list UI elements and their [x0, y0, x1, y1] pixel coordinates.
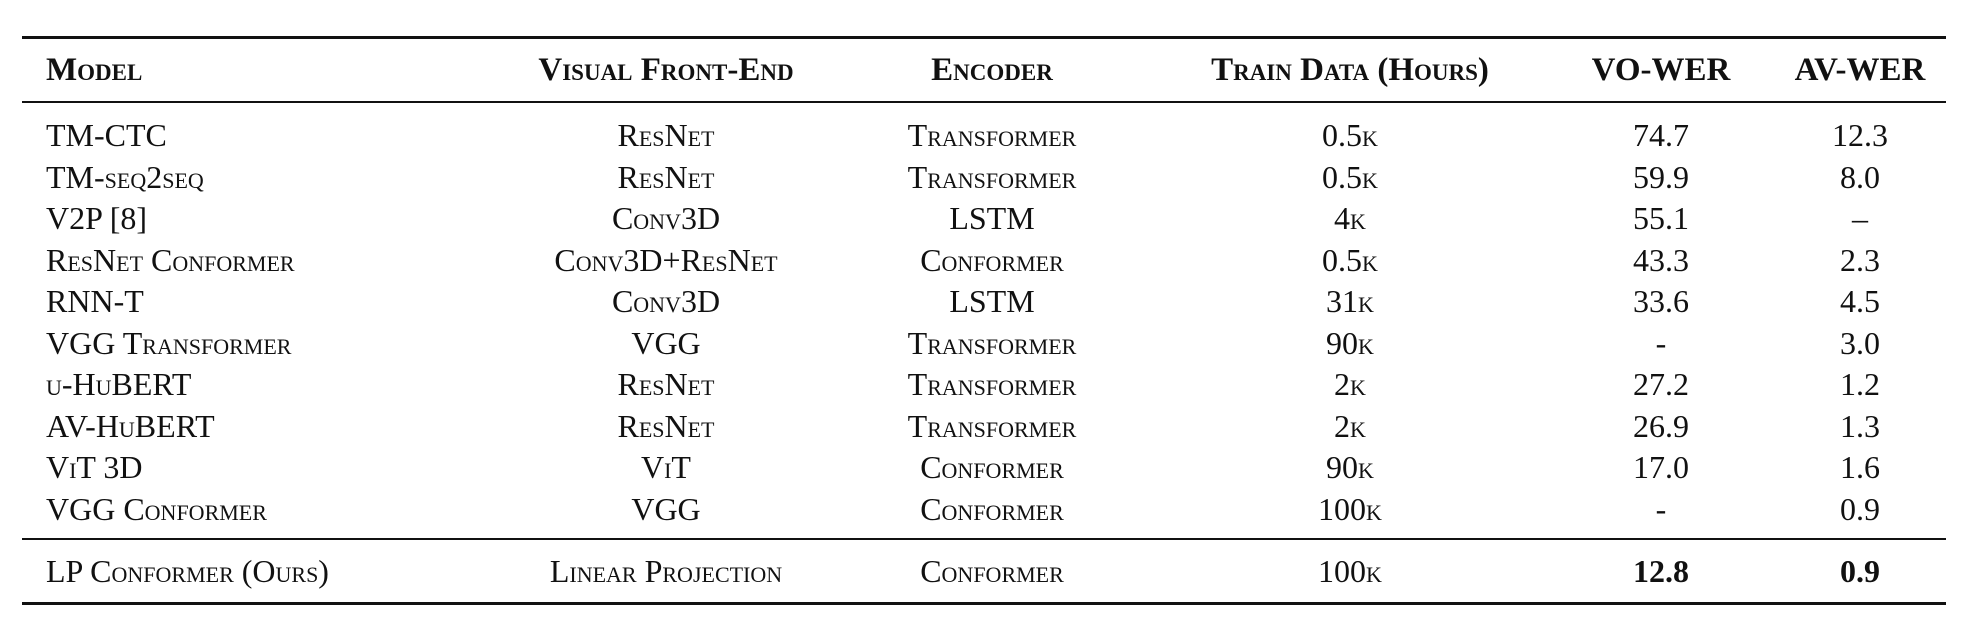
header-row: Model Visual Front-End Encoder Train Dat… [22, 37, 1946, 102]
cell-av-wer: 0.9 [1840, 490, 1880, 527]
table-row: VGG Conformer VGG Conformer 100k - 0.9 [22, 489, 1946, 540]
cell-av-wer: 3.0 [1840, 324, 1880, 361]
cell-visual-front-end: Conv3D [611, 283, 721, 320]
cell-vo-wer: - [1655, 490, 1667, 527]
cell-model: V2P [8] [46, 200, 148, 237]
cell-encoder: Conformer [920, 490, 1064, 527]
cell-visual-front-end: ResNet [617, 407, 715, 444]
results-table: Model Visual Front-End Encoder Train Dat… [22, 36, 1946, 605]
table-row: TM-CTC ResNet Transformer 0.5k 74.7 12.3 [22, 102, 1946, 157]
cell-train-data: 0.5k [1322, 158, 1378, 195]
cell-av-wer: – [1852, 200, 1868, 237]
cell-model: VGG Transformer [46, 324, 292, 361]
table-row: ViT 3D ViT Conformer 90k 17.0 1.6 [22, 447, 1946, 489]
header-train-data: Train Data (Hours) [1211, 51, 1489, 88]
table-header: Model Visual Front-End Encoder Train Dat… [22, 37, 1946, 102]
cell-model: AV-HuBERT [46, 407, 215, 444]
ours-train-data: 100k [1318, 552, 1382, 589]
ours-model: LP Conformer (Ours) [46, 552, 329, 589]
cell-train-data: 100k [1318, 490, 1382, 527]
cell-vo-wer: 59.9 [1633, 158, 1689, 195]
cell-visual-front-end: ResNet [617, 117, 715, 154]
table-footer: LP Conformer (Ours) Linear Projection Co… [22, 539, 1946, 604]
cell-vo-wer: 17.0 [1633, 449, 1689, 486]
cell-visual-front-end: Conv3D+ResNet [554, 241, 778, 278]
cell-model: RNN-T [46, 283, 144, 320]
table-row: u-HuBERT ResNet Transformer 2k 27.2 1.2 [22, 364, 1946, 406]
cell-encoder: Conformer [920, 449, 1064, 486]
cell-av-wer: 2.3 [1840, 241, 1880, 278]
cell-train-data: 90k [1326, 324, 1374, 361]
cell-vo-wer: 33.6 [1633, 283, 1689, 320]
header-vo-wer: VO-WER [1591, 51, 1731, 88]
header-av-wer: AV-WER [1794, 51, 1926, 88]
cell-train-data: 0.5k [1322, 117, 1378, 154]
cell-av-wer: 8.0 [1840, 158, 1880, 195]
header-model: Model [46, 51, 143, 88]
cell-encoder: Conformer [920, 241, 1064, 278]
cell-train-data: 0.5k [1322, 241, 1378, 278]
cell-encoder: LSTM [949, 283, 1035, 320]
cell-train-data: 2k [1334, 407, 1366, 444]
cell-vo-wer: 43.3 [1633, 241, 1689, 278]
cell-visual-front-end: ResNet [617, 366, 715, 403]
cell-av-wer: 1.3 [1840, 407, 1880, 444]
cell-train-data: 90k [1326, 449, 1374, 486]
cell-visual-front-end: ResNet [617, 158, 715, 195]
results-table-container: Model Visual Front-End Encoder Train Dat… [22, 36, 1946, 605]
cell-model: VGG Conformer [46, 490, 267, 527]
cell-visual-front-end: VGG [631, 324, 701, 361]
cell-vo-wer: 55.1 [1633, 200, 1689, 237]
cell-train-data: 31k [1326, 283, 1374, 320]
cell-visual-front-end: VGG [631, 490, 701, 527]
cell-vo-wer: 74.7 [1633, 117, 1689, 154]
table-row: AV-HuBERT ResNet Transformer 2k 26.9 1.3 [22, 406, 1946, 448]
ours-encoder: Conformer [920, 552, 1064, 589]
table-row: RNN-T Conv3D LSTM 31k 33.6 4.5 [22, 281, 1946, 323]
cell-av-wer: 1.6 [1840, 449, 1880, 486]
cell-av-wer: 1.2 [1840, 366, 1880, 403]
cell-visual-front-end: ViT [641, 449, 691, 486]
cell-train-data: 4k [1334, 200, 1366, 237]
cell-vo-wer: 27.2 [1633, 366, 1689, 403]
ours-row: LP Conformer (Ours) Linear Projection Co… [22, 539, 1946, 604]
header-visual-front-end: Visual Front-End [538, 51, 794, 88]
table-row: VGG Transformer VGG Transformer 90k - 3.0 [22, 323, 1946, 365]
cell-encoder: Transformer [907, 366, 1077, 403]
cell-model: ViT 3D [46, 449, 143, 486]
cell-vo-wer: 26.9 [1633, 407, 1689, 444]
ours-vo-wer: 12.8 [1633, 552, 1689, 589]
cell-vo-wer: - [1655, 324, 1667, 361]
cell-model: ResNet Conformer [46, 241, 295, 278]
cell-encoder: LSTM [949, 200, 1035, 237]
cell-av-wer: 4.5 [1840, 283, 1880, 320]
table-row: TM-seq2seq ResNet Transformer 0.5k 59.9 8.0 [22, 157, 1946, 199]
cell-encoder: Transformer [907, 407, 1077, 444]
table-row: V2P [8] Conv3D LSTM 4k 55.1 – [22, 198, 1946, 240]
cell-model: TM-seq2seq [46, 158, 204, 195]
cell-av-wer: 12.3 [1832, 117, 1888, 154]
cell-model: u-HuBERT [46, 366, 192, 403]
cell-visual-front-end: Conv3D [611, 200, 721, 237]
cell-model: TM-CTC [46, 117, 167, 154]
cell-encoder: Transformer [907, 117, 1077, 154]
cell-encoder: Transformer [907, 158, 1077, 195]
cell-train-data: 2k [1334, 366, 1366, 403]
cell-encoder: Transformer [907, 324, 1077, 361]
header-encoder: Encoder [931, 51, 1053, 88]
table-row: ResNet Conformer Conv3D+ResNet Conformer 0.… [22, 240, 1946, 282]
ours-visual-front-end: Linear Projection [549, 552, 783, 589]
ours-av-wer: 0.9 [1840, 552, 1880, 589]
